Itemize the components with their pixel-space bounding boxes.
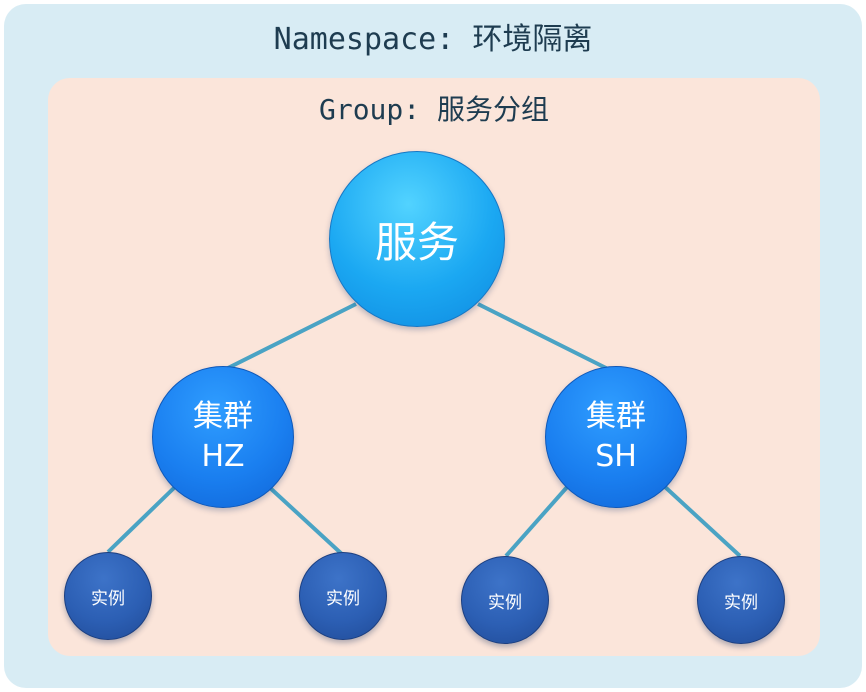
cluster-node-hz-line1: 集群 [193, 399, 253, 434]
cluster-node-sh: 集群 SH [545, 366, 687, 508]
instance-node-3-label: 实例 [488, 592, 522, 613]
cluster-node-hz: 集群 HZ [152, 366, 294, 508]
cluster-node-sh-line2: SH [595, 439, 637, 474]
instance-node-2-label: 实例 [326, 588, 360, 609]
edge-cluster-hz-instance-1 [106, 484, 178, 554]
instance-node-4: 实例 [697, 556, 785, 644]
instance-node-4-label: 实例 [724, 592, 758, 613]
edge-service-cluster-hz [219, 302, 357, 374]
instance-node-1-label: 实例 [91, 588, 125, 609]
edge-service-cluster-sh [477, 302, 615, 374]
service-node: 服务 [329, 151, 505, 327]
instance-node-1: 实例 [64, 552, 152, 640]
namespace-title: Namespace: 环境隔离 [273, 22, 593, 57]
instance-node-3: 实例 [461, 556, 549, 644]
edge-cluster-hz-instance-2 [266, 484, 346, 558]
edge-cluster-sh-instance-3 [504, 484, 570, 558]
instance-node-2: 实例 [299, 552, 387, 640]
service-node-label: 服务 [374, 217, 459, 267]
group-title: Group: 服务分组 [318, 93, 549, 126]
cluster-node-sh-line1: 集群 [586, 399, 646, 434]
cluster-node-hz-line2: HZ [201, 439, 245, 474]
edge-cluster-sh-instance-4 [662, 484, 742, 558]
